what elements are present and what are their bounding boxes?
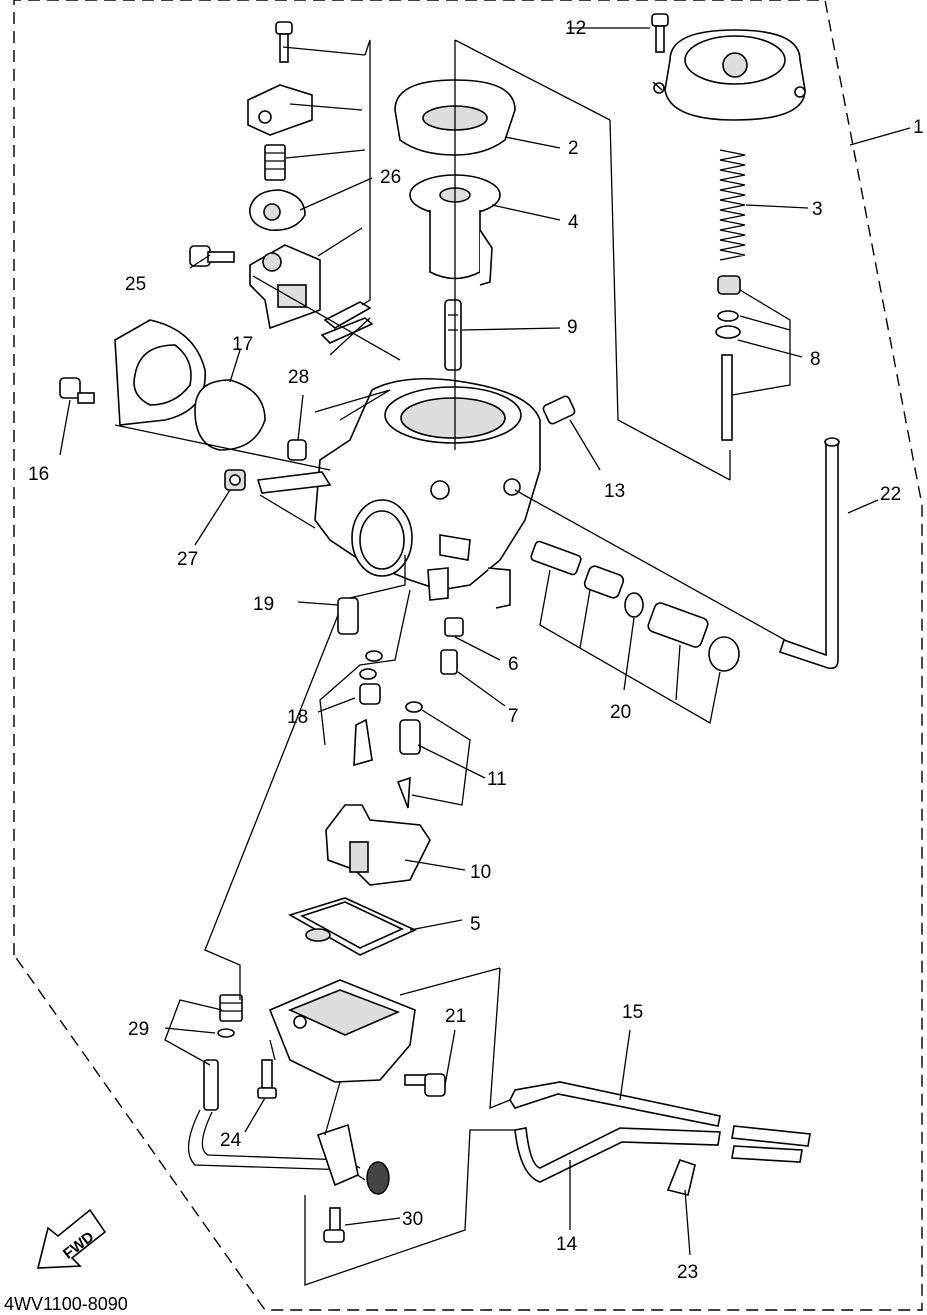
part-10-float [325,804,431,886]
part-9-needle-jet [444,299,462,371]
callout-14: 14 [556,1234,578,1255]
callout-18: 18 [287,707,308,728]
part-5-gasket [288,897,417,956]
callout-5: 5 [470,914,481,935]
callout-23: 23 [677,1262,698,1283]
leader-lines [59,27,911,1286]
callout-1: 1 [913,117,924,138]
callout-27: 27 [177,549,198,570]
part-cover-top-left [247,84,313,136]
callout-25: 25 [125,274,146,295]
callout-13: 13 [604,481,625,502]
callout-4: 4 [568,212,579,233]
assembly-boundary [13,0,923,1311]
part-29-spring-set [203,994,243,1111]
part-17-o-ring [194,379,266,451]
part-carburetor-body [314,377,541,609]
part-drain-plug [316,1123,390,1195]
part-float-bowl [268,979,416,1083]
callout-15: 15 [622,1002,643,1023]
part-spring-small [264,144,286,181]
callouts: 1 2 3 4 5 6 7 8 9 10 11 12 13 14 15 16 1… [28,18,924,1283]
part-8-needle-set [715,275,741,441]
part-plunger-right [647,602,709,648]
part-24-screw [257,1059,277,1099]
part-21-screw [404,1073,446,1097]
part-13-fitting [542,395,576,425]
part-gasket-small [320,301,374,344]
part-spring-right [583,565,625,599]
callout-7: 7 [508,706,519,727]
callout-6: 6 [508,654,519,675]
part-12-screw [651,13,669,53]
callout-3: 3 [812,199,823,220]
part-22-hose [778,437,840,670]
part-15-hose [509,1081,811,1147]
callout-8: 8 [810,349,821,370]
callout-28: 28 [288,367,309,388]
part-27-nut [224,469,246,491]
callout-11: 11 [487,769,507,790]
part-30-screw [323,1207,345,1243]
part-11-needle-valve [396,701,423,809]
part-large-gasket [114,319,206,426]
callout-2: 2 [568,138,579,159]
callout-22: 22 [880,484,901,505]
callout-20: 20 [610,702,631,723]
callout-21: 21 [445,1006,466,1027]
fwd-arrow-icon: FWD [36,1208,107,1269]
callout-12: 12 [565,18,586,39]
part-18-jet-set [353,650,383,767]
part-20-o-ring [624,592,644,618]
part-6-holder [444,617,464,637]
callout-24: 24 [220,1130,242,1151]
part-accelerator-housing [249,244,321,330]
part-3-spring [719,149,746,261]
part-26-diaphragm [249,189,306,232]
part-screw-top-left [275,21,293,63]
part-16-screw [59,377,95,404]
callout-26: 26 [380,167,401,188]
callout-17: 17 [232,334,253,355]
part-23-clip [666,1159,696,1196]
part-14-hose [514,1127,803,1183]
callout-19: 19 [253,594,274,615]
part-7-jet [440,649,458,675]
callout-29: 29 [128,1019,149,1040]
part-drain-tube [188,1109,366,1181]
diagram-code: 4WV1100-8090 [4,1294,128,1314]
part-cap-right [708,636,740,672]
part-top-cover [653,29,806,121]
part-19-jet [337,597,359,635]
callout-16: 16 [28,464,49,485]
part-air-screw [530,540,582,576]
callout-9: 9 [567,317,578,338]
part-hose-fitting-left [256,471,332,494]
callout-10: 10 [470,862,491,883]
part-28-pin [287,439,307,461]
callout-30: 30 [402,1209,423,1230]
